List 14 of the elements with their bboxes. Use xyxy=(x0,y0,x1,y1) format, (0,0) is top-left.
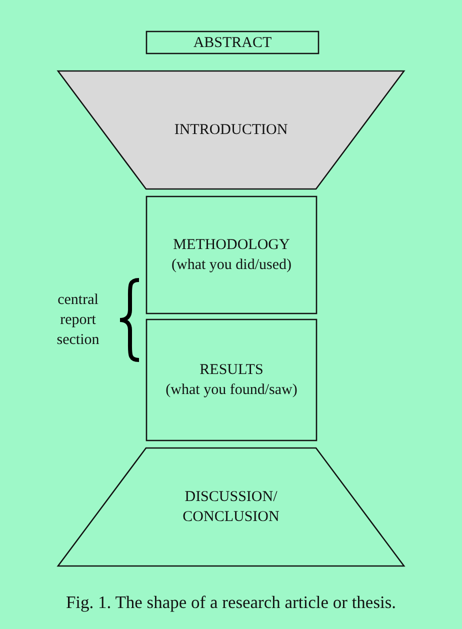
section-box xyxy=(146,319,317,441)
section-box xyxy=(146,196,317,314)
trapezoid xyxy=(58,448,404,566)
section-title: ABSTRACT xyxy=(193,34,272,52)
side-label: central report section xyxy=(56,291,100,350)
figure-caption: Fig. 1. The shape of a research article or thesis. xyxy=(64,591,398,614)
section-title: RESULTS xyxy=(200,361,264,380)
section-title: DISCUSSION/ CONCLUSION xyxy=(182,488,280,527)
heading-box xyxy=(146,31,319,54)
section-title: INTRODUCTION xyxy=(174,121,288,140)
section-title: METHODOLOGY xyxy=(173,236,290,255)
section-note: (what you did/used) xyxy=(172,256,292,275)
inverted-trapezoid xyxy=(58,71,404,189)
section-note: (what you found/saw) xyxy=(166,381,298,400)
